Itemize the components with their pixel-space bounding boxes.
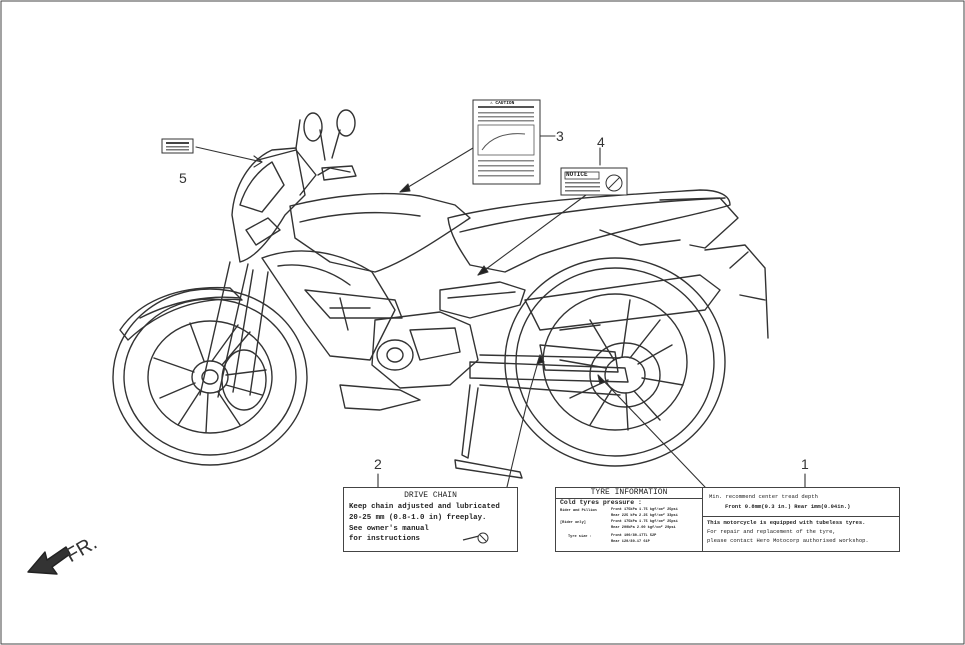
front-wheel	[112, 288, 308, 466]
front-fork	[119, 261, 269, 398]
tyre-row3-key: Tyre size :	[568, 535, 592, 539]
drive-chain-title: DRIVE CHAIN	[404, 491, 457, 500]
tyre-row1-rear: Rear 225 kPa 2.25 kgf/cm² 33psi	[611, 514, 678, 518]
tread-line1: Min. recommend center tread depth	[709, 493, 818, 500]
fuel-tank	[261, 192, 471, 361]
tread-line2: Front 0.8mm(0.3 in.) Rear 1mm(0.04in.)	[725, 503, 851, 510]
tyre-row3-rear: Rear 120/80-17 61P	[611, 540, 650, 544]
label-5-thumbnail	[161, 138, 194, 154]
swingarm-chain	[469, 344, 629, 396]
engine	[339, 281, 526, 411]
seat-tail	[447, 189, 769, 339]
leader-lines	[195, 135, 806, 488]
label-4-thumbnail	[560, 167, 628, 196]
tyre-row1-key: Rider and Pillion	[560, 509, 597, 513]
tyre-row2-rear: Rear 200kPa 2.00 kgf/cm² 29psi	[611, 526, 676, 530]
drive-chain-line2: 20-25 mm (0.8-1.0 in) freeplay.	[349, 514, 487, 522]
headlight-cowl	[231, 109, 357, 263]
tubeless-line2: For repair and replacement of the tyre,	[707, 528, 836, 535]
tread-depth-label: Min. recommend center tread depth Front …	[702, 487, 900, 552]
label-3-thumbnail	[472, 99, 541, 185]
drive-chain-line4: for instructions	[349, 535, 420, 543]
callout-5: 5	[179, 170, 187, 186]
direction-arrow	[27, 546, 71, 575]
callout-3: 3	[556, 128, 564, 144]
drive-chain-label: DRIVE CHAIN Keep chain adjusted and lubr…	[343, 487, 518, 552]
caution-title: ⚠ CAUTION	[490, 101, 515, 106]
tyre-info-label: TYRE INFORMATION Cold tyres pressure : R…	[555, 487, 703, 552]
tubeless-line1: This motorcycle is equipped with tubeles…	[707, 519, 866, 526]
callout-2: 2	[374, 456, 382, 472]
drive-chain-line1: Keep chain adjusted and lubricated	[349, 503, 500, 511]
rear-wheel	[504, 257, 726, 467]
tyre-row2-front: Front 175kPa 1.75 kgf/cm² 25psi	[611, 520, 678, 524]
callout-4: 4	[597, 134, 605, 150]
tyre-row1-front: Front 175kPa 1.75 kgf/cm² 25psi	[611, 508, 678, 512]
side-stand	[454, 384, 523, 479]
tyre-row3-front: Front 100/80-17TL 52P	[611, 534, 657, 538]
tyre-info-subtitle: Cold tyres pressure :	[560, 499, 642, 506]
exhaust	[524, 274, 721, 331]
tubeless-line3: please contact Hero Motocorp authorised …	[707, 537, 869, 544]
tyre-info-title: TYRE INFORMATION	[556, 488, 702, 499]
drive-chain-line3: See owner's manual	[349, 525, 429, 533]
callout-1: 1	[801, 456, 809, 472]
tyre-row2-key: [Rider only]	[560, 521, 586, 525]
notice-title: NOTICE	[566, 171, 588, 178]
chain-icon	[462, 532, 489, 544]
